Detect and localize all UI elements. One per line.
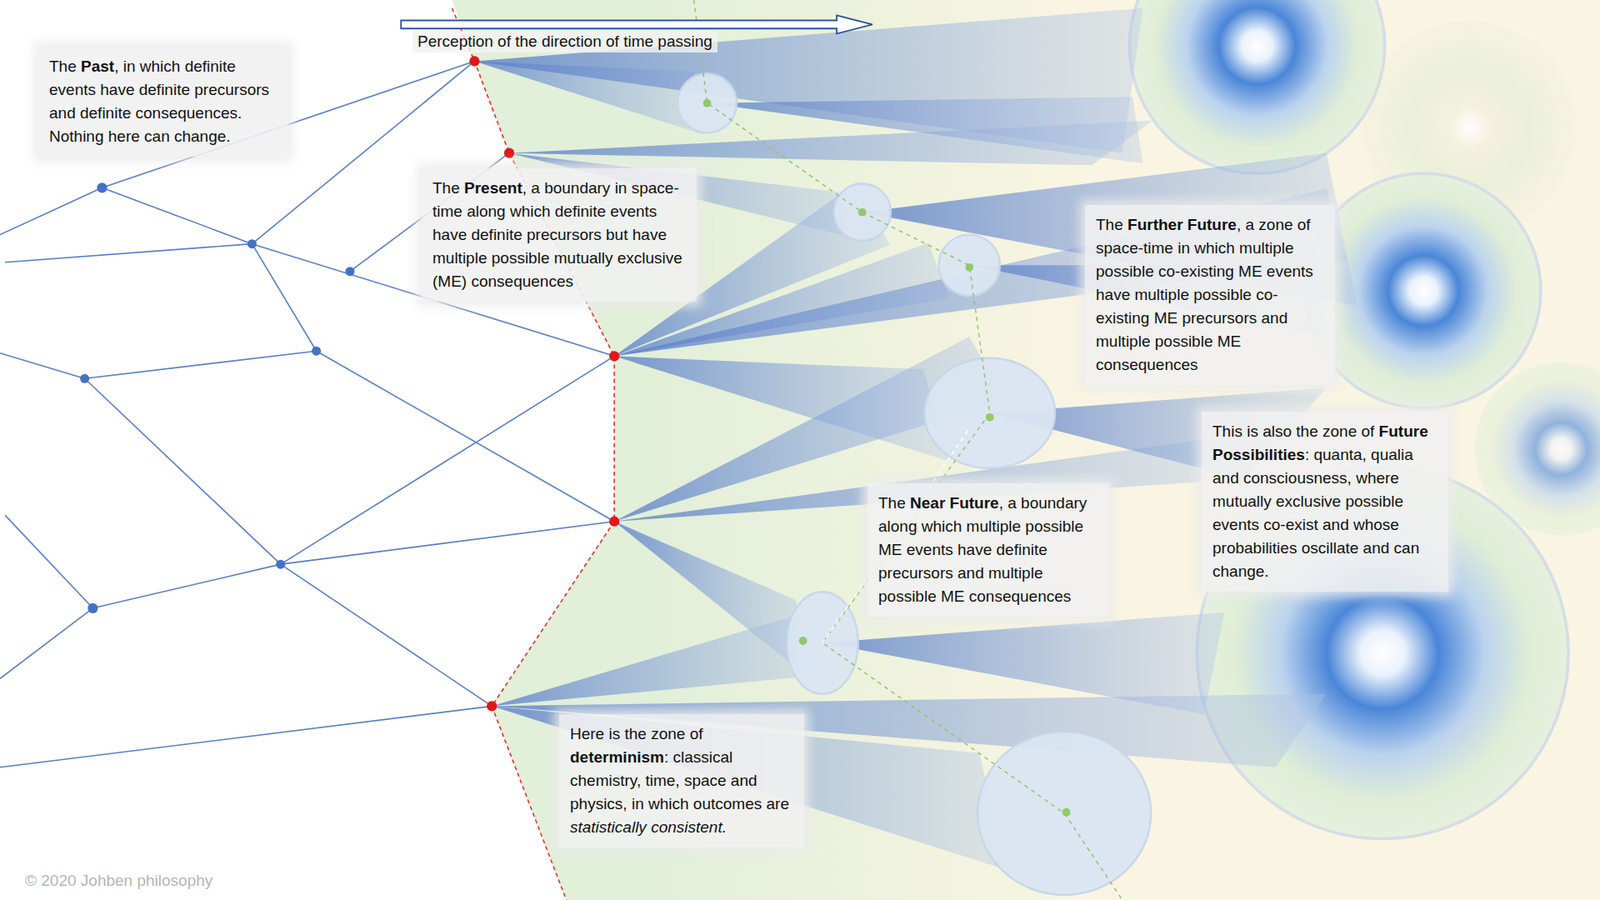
text-box: The Present, a boundary in space-time al… [421, 168, 697, 302]
text-box: This is also the zone of Future Possibil… [1201, 411, 1449, 592]
text-box: The Further Future, a zone of space-time… [1085, 205, 1335, 385]
box-text: The Further Future, a zone of space-time… [1095, 213, 1325, 377]
box-text: The Present, a boundary in space-time al… [432, 176, 686, 294]
box-text: The Past, in which definite events have … [49, 55, 278, 149]
box-text: Here is the zone of determinism: classic… [570, 722, 794, 840]
box-text: The Near Future, a boundary along which … [878, 491, 1099, 609]
text-box: The Near Future, a boundary along which … [867, 483, 1110, 617]
arrow-label: Perception of the direction of time pass… [412, 30, 718, 53]
box-text: This is also the zone of Future Possibil… [1212, 420, 1438, 584]
text-box: Here is the zone of determinism: classic… [559, 714, 805, 848]
text-box: The Past, in which definite events have … [38, 46, 289, 157]
watermark: © 2020 Johben philosophy [20, 870, 218, 892]
